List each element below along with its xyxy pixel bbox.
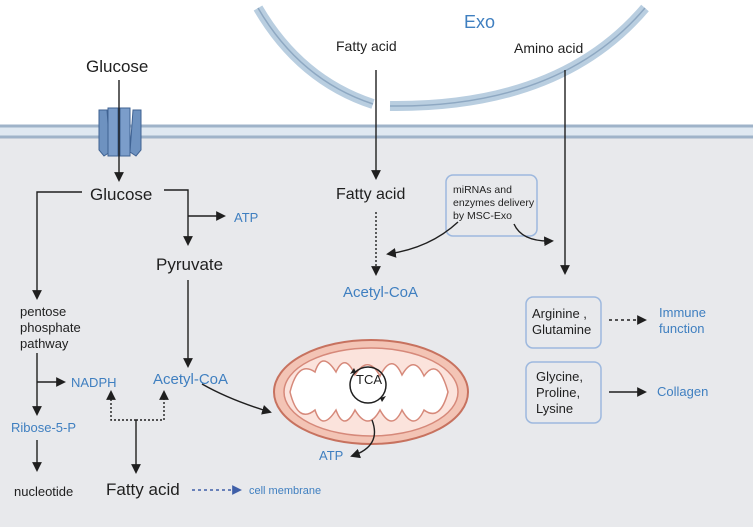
glycine-label-3: Lysine (536, 401, 573, 416)
mitochondrion-icon (273, 339, 469, 445)
amino-acid-exo-label: Amino acid (514, 40, 583, 56)
arrow-to-pyruvate (164, 189, 193, 246)
nucleotide-label: nucleotide (14, 484, 73, 499)
nadph-label: NADPH (71, 375, 117, 390)
glycine-label-2: Proline, (536, 385, 580, 400)
tca-label: TCA (356, 372, 382, 387)
dotted-fatty-acid-arrows (106, 390, 169, 421)
cell-membrane-label: cell membrane (249, 485, 321, 497)
arrow-mirna-to-acetylcoa (386, 221, 459, 258)
pentose-label-2: phosphate (20, 320, 81, 335)
atp-glycolysis-label: ATP (234, 210, 258, 225)
fatty-acid-cell-label: Fatty acid (336, 186, 405, 203)
fatty-acid-synthesis-label: Fatty acid (106, 480, 180, 499)
exosome-membrane (253, 4, 649, 112)
glucose-transporter-icon (98, 107, 142, 157)
ribose-label: Ribose-5-P (11, 420, 76, 435)
arrow-to-pentose (32, 191, 82, 300)
glycolysis-arrows (32, 80, 272, 474)
arrow-tca-to-atp (350, 419, 376, 459)
arrow-acetylcoa-to-tca (201, 383, 272, 415)
collagen-label: Collagen (657, 384, 708, 399)
cell-cytoplasm (0, 134, 753, 527)
atp-tca-label: ATP (319, 448, 343, 463)
arginine-box (525, 296, 602, 349)
mirna-label-3: by MSC-Exo (453, 210, 512, 222)
exo-label: Exo (464, 12, 495, 32)
glycine-label-1: Glycine, (536, 369, 583, 384)
mirna-label-2: enzymes delivery (453, 197, 535, 209)
immune-label-2: function (659, 321, 705, 336)
glucose-outside-label: Glucose (86, 57, 148, 76)
arginine-label-1: Arginine , (532, 306, 587, 321)
glycine-box (525, 361, 602, 424)
pentose-label-3: pathway (20, 336, 69, 351)
arginine-label-2: Glutamine (532, 322, 591, 337)
arrow-mirna-to-amino (513, 223, 554, 247)
fatty-acid-exo-label: Fatty acid (336, 38, 397, 54)
pentose-label-1: pentose (20, 304, 66, 319)
mirna-label-1: miRNAs and (453, 184, 512, 196)
immune-label-1: Immune (659, 305, 706, 320)
acetyl-coa-2-label: Acetyl-CoA (343, 284, 418, 301)
arrow-fa-to-nadph (106, 390, 136, 421)
acetyl-coa-label: Acetyl-CoA (153, 371, 228, 388)
mirna-box (445, 174, 538, 237)
glucose-cell-label: Glucose (90, 185, 152, 204)
pyruvate-label: Pyruvate (156, 255, 223, 274)
arrow-fa-to-acetylcoa (136, 390, 169, 421)
